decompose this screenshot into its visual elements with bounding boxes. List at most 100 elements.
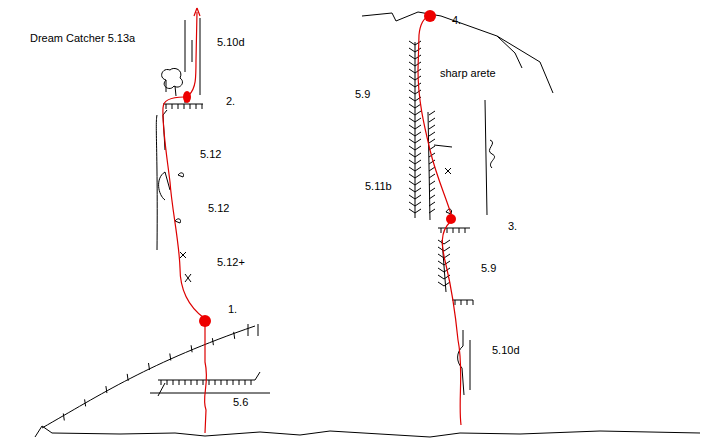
- crack-hatching: [444, 254, 450, 258]
- crack-hatching: [409, 48, 415, 52]
- belay-number: 4.: [452, 14, 461, 27]
- crack-hatching: [415, 146, 421, 150]
- crack-hatching: [127, 374, 128, 381]
- crack-hatching: [415, 139, 421, 143]
- crack-hatching: [429, 111, 435, 115]
- crack-hatching: [415, 41, 421, 45]
- pitch-grade: 5.12: [208, 202, 229, 215]
- crack-hatching: [221, 380, 222, 385]
- pitch-grade: 5.11b: [365, 180, 392, 193]
- pitch-grade: 5.6: [233, 396, 248, 409]
- rock-line: [175, 173, 184, 223]
- crack-hatching: [167, 380, 168, 385]
- crack-hatching: [415, 167, 421, 171]
- crack-hatching: [438, 240, 444, 244]
- rock-line: [362, 12, 553, 93]
- crack-hatching: [196, 104, 197, 109]
- crack-hatching: [409, 132, 415, 136]
- crack-hatching: [438, 275, 444, 279]
- crack-hatching: [447, 228, 448, 233]
- crack-hatching: [409, 111, 415, 115]
- crack-hatching: [444, 240, 450, 244]
- crack-hatching: [409, 202, 415, 206]
- crack-hatching: [444, 247, 450, 251]
- crack-hatching: [239, 380, 240, 385]
- crack-hatching: [178, 104, 179, 109]
- rock-line: [162, 68, 183, 96]
- crack-hatching: [429, 209, 435, 213]
- crack-hatching: [429, 167, 435, 171]
- belay-number: 1.: [228, 303, 237, 316]
- crack-hatching: [415, 153, 421, 157]
- crack-hatching: [429, 181, 435, 185]
- crack-hatching: [415, 132, 421, 136]
- crack-hatching: [179, 380, 180, 385]
- crack-hatching: [197, 380, 198, 385]
- crack-hatching: [409, 76, 415, 80]
- rock-line: [248, 324, 258, 336]
- crack-hatching: [409, 90, 415, 94]
- crack-hatching: [409, 97, 415, 101]
- crack-hatching: [429, 195, 435, 199]
- rock-line: [445, 168, 451, 174]
- crack-hatching: [461, 300, 462, 305]
- belay-dot: [199, 315, 211, 327]
- crack-hatching: [106, 386, 107, 393]
- route-line: [418, 17, 451, 214]
- crack-hatching: [173, 380, 174, 385]
- crack-hatching: [63, 41, 473, 420]
- crack-hatching: [227, 380, 228, 385]
- crack-hatching: [415, 188, 421, 192]
- pitch-grade: 5.10d: [217, 36, 245, 49]
- crack-hatching: [415, 174, 421, 178]
- crack-hatching: [409, 62, 415, 66]
- crack-hatching: [191, 380, 192, 385]
- crack-hatching: [203, 380, 204, 385]
- crack-hatching: [191, 345, 192, 352]
- crack-hatching: [429, 188, 435, 192]
- crack-hatching: [429, 202, 435, 206]
- route-line: [163, 97, 204, 318]
- rock-line: [180, 252, 191, 282]
- crack-hatching: [429, 118, 435, 122]
- crack-hatching: [149, 363, 150, 370]
- rock-line: [458, 330, 470, 395]
- crack-hatching: [415, 125, 421, 129]
- pitch-grade: 5.9: [481, 262, 496, 275]
- pitch-grade: 5.12+: [217, 256, 245, 269]
- rock-line: [485, 100, 487, 215]
- rock-line: [434, 145, 452, 147]
- rock-line: [35, 12, 700, 437]
- crack-hatching: [409, 195, 415, 199]
- crack-hatching: [166, 104, 167, 109]
- crack-hatching: [409, 69, 415, 73]
- belay-dot: [424, 10, 436, 22]
- crack-hatching: [234, 332, 235, 339]
- crack-hatching: [473, 300, 474, 305]
- crack-hatching: [438, 261, 444, 265]
- crack-hatching: [415, 209, 421, 213]
- route-line: [204, 326, 206, 433]
- crack-hatching: [170, 353, 171, 360]
- rock-line: [35, 426, 700, 437]
- crack-hatching: [85, 399, 86, 406]
- belay-dot: [446, 214, 456, 224]
- pitch-grade: 5.9: [355, 88, 370, 101]
- route-line: [189, 12, 197, 95]
- crack-hatching: [444, 282, 450, 286]
- crack-hatching: [251, 380, 252, 385]
- crack-hatching: [429, 125, 435, 129]
- route-line: [442, 222, 461, 425]
- belay-dot: [183, 10, 456, 327]
- belay-dot: [183, 91, 191, 103]
- crack-hatching: [209, 380, 210, 385]
- crack-hatching: [465, 228, 466, 233]
- crack-hatching: [459, 228, 460, 233]
- crack-hatching: [409, 181, 415, 185]
- rock-line: [489, 140, 494, 168]
- crack-hatching: [415, 90, 421, 94]
- crack-hatching: [185, 380, 186, 385]
- crack-hatching: [409, 41, 415, 45]
- crack-hatching: [409, 55, 415, 59]
